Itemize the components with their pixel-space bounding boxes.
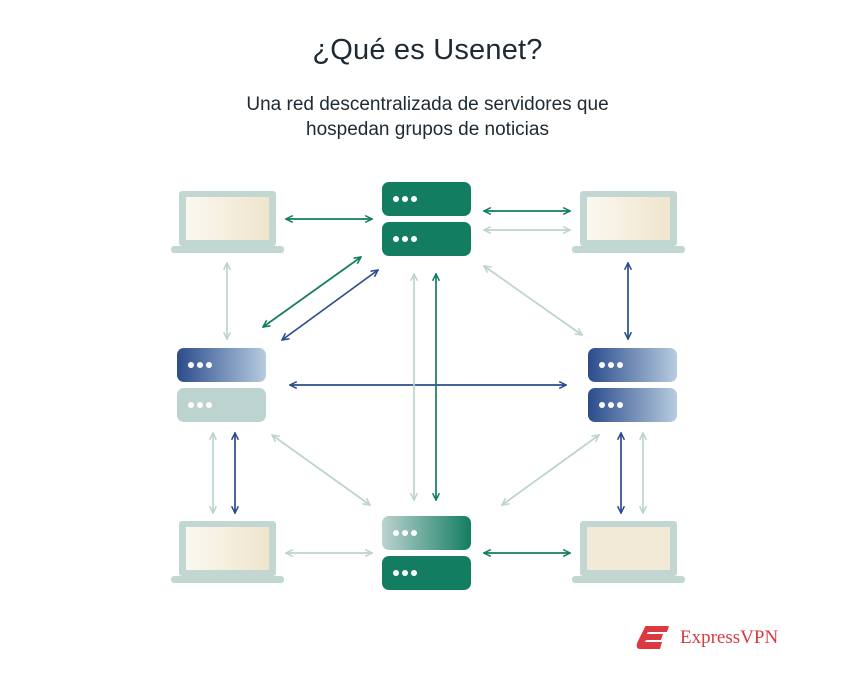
page-title: ¿Qué es Usenet? [312, 34, 543, 66]
laptop-bottom-left [171, 521, 284, 583]
brand-name: ExpressVPN [680, 627, 779, 648]
server-top [382, 182, 471, 256]
arrow-server-right-server-bottom [502, 435, 599, 505]
brand: ExpressVPN [636, 622, 778, 654]
page-subtitle: Una red descentralizada de servidores qu… [0, 92, 855, 142]
laptop-bottom-right [572, 521, 685, 583]
laptop-top-right [572, 191, 685, 253]
server-bottom [382, 516, 471, 590]
server-left [177, 348, 266, 422]
subtitle-line-2: hospedan grupos de noticias [306, 119, 549, 140]
arrow-server-top-server-right [484, 266, 582, 335]
expressvpn-logo-icon [636, 626, 669, 649]
subtitle-line-1: Una red descentralizada de servidores qu… [246, 94, 609, 115]
server-right [588, 348, 677, 422]
arrow-server-top-server-left-green [263, 257, 361, 327]
arrow-server-top-server-left-navy [282, 270, 378, 340]
laptop-top-left [171, 191, 284, 253]
arrow-server-left-server-bottom [272, 435, 370, 505]
